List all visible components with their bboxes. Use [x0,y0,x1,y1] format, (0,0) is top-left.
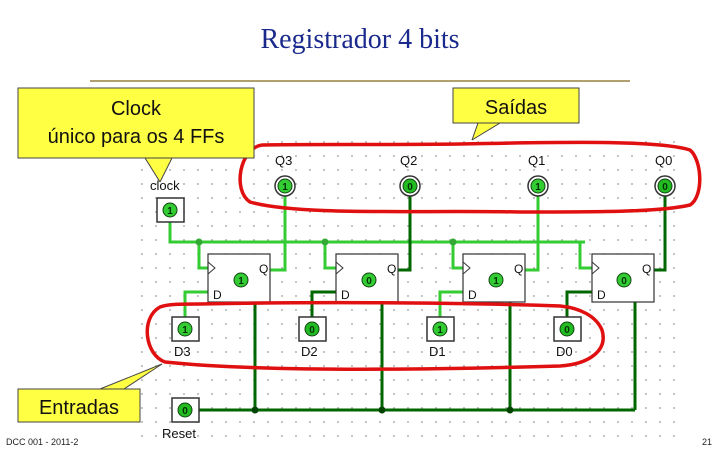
q3-wire [270,196,287,272]
input-label: D2 [301,344,318,359]
clock-callout: Clock único para os 4 FFs [17,87,255,183]
q2-wire [398,196,412,272]
q0-wire [653,196,667,272]
flipflop-1[interactable]: 1 Q D [462,253,526,303]
inputs-highlight-outline [145,300,605,372]
output-label: Q2 [400,153,417,168]
saidas-callout: Saídas [452,87,580,141]
reset-value: 0 [182,406,188,417]
clock-callout-line-1: Clock [111,98,162,120]
footer-course: DCC 001 - 2011-2 [6,437,79,447]
input-value: 1 [182,325,188,336]
input-label: D3 [174,344,191,359]
input-value: 0 [564,325,570,336]
input-label: D0 [556,344,573,359]
flipflop-0[interactable]: 0 Q D [591,253,655,303]
output-value: 0 [662,182,668,193]
reset-switch[interactable]: 0 Reset [162,397,200,441]
flipflop-state: 0 [366,276,372,287]
reset-label: Reset [162,426,196,441]
saidas-callout-text: Saídas [485,97,547,119]
output-label: Q0 [655,153,672,168]
outputs-highlight-outline [238,140,702,214]
title-rule [90,80,630,82]
flipflop-3[interactable]: 1 Q D [207,253,271,303]
output-label: Q3 [275,153,292,168]
output-q1: Q1 1 [527,153,549,197]
input-value: 1 [437,325,443,336]
flipflop-state: 0 [621,276,627,287]
entradas-callout: Entradas [17,363,163,423]
output-q0: Q0 0 [654,153,676,197]
output-value: 0 [407,182,413,193]
d2-wire [310,290,336,318]
entradas-callout-text: Entradas [39,397,119,419]
clock-wire [168,222,592,270]
input-d0[interactable]: 0 D0 [553,316,582,359]
d-pin-label: D [341,288,350,302]
clock-callout-line-2: único para os 4 FFs [48,126,225,148]
d0-wire [565,290,592,318]
page-title: Registrador 4 bits [260,24,460,55]
q1-wire [525,196,540,272]
input-d3[interactable]: 1 D3 [171,316,200,359]
flipflop-state: 1 [493,276,499,287]
d-pin-label: D [468,288,477,302]
reset-junctions [251,406,514,414]
flipflop-2[interactable]: 0 Q D [335,253,399,303]
clock-switch[interactable]: clock 1 [150,178,185,223]
d-pin-label: D [213,288,222,302]
output-q2: Q2 0 [399,153,421,197]
footer-page-number: 21 [701,437,712,447]
d3-wire [183,290,208,318]
d-pin-label: D [597,288,606,302]
reset-wire [198,302,637,412]
clock-junctions [195,238,457,246]
q-pin-label: Q [642,262,651,276]
q-pin-label: Q [514,262,523,276]
q-pin-label: Q [259,262,268,276]
output-label: Q1 [528,153,545,168]
flipflop-state: 1 [238,276,244,287]
clock-value: 1 [167,206,173,217]
clock-label: clock [150,178,180,193]
input-value: 0 [309,325,315,336]
q-pin-label: Q [387,262,396,276]
d1-wire [438,290,463,318]
output-q3: Q3 1 [274,153,296,197]
output-value: 1 [282,182,288,193]
input-d2[interactable]: 0 D2 [298,316,327,359]
input-label: D1 [429,344,446,359]
input-d1[interactable]: 1 D1 [426,316,455,359]
output-value: 1 [535,182,541,193]
